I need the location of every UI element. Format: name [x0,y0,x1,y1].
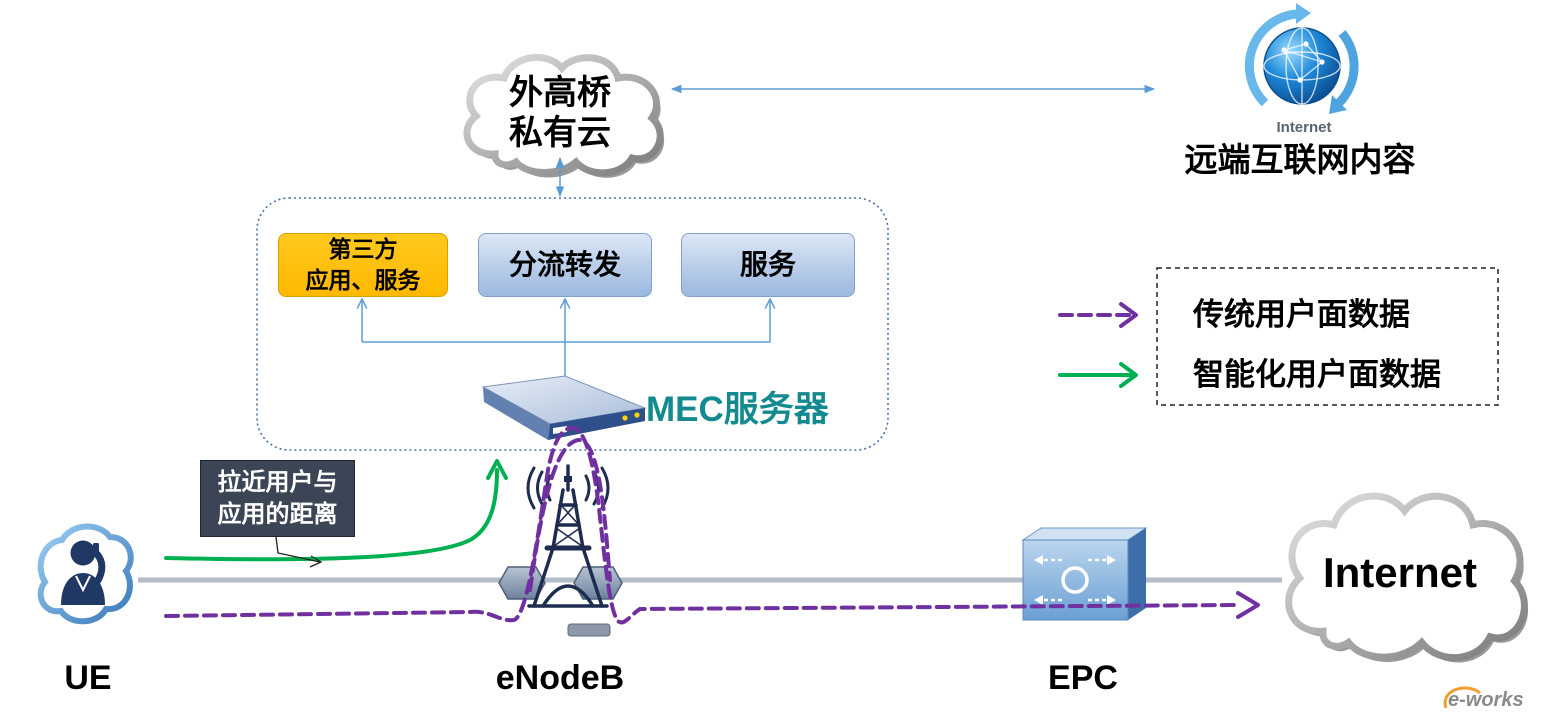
ue-label: UE [64,659,112,697]
server-front [548,408,645,440]
server-icon [481,375,647,440]
globe-orbit-right [1335,30,1359,107]
globe-node-4 [1297,77,1303,83]
epc-arrows [1042,558,1108,602]
third-party-app-box: 第三方 应用、服务 [278,233,448,297]
callout-pointer-head [309,555,323,568]
traditional-flow-arrow [164,425,1260,625]
tower-antenna [564,476,572,482]
tower-crossbars [555,503,581,527]
legend-frame [1156,267,1499,406]
traditional-flow-path [164,425,1242,625]
globe-orbit-right-head [1329,95,1347,114]
legend-traditional-swatch [1058,302,1138,328]
globe-node-3 [1319,59,1325,65]
epc-arrowhead-top-left [1034,555,1043,565]
legend-smart-swatch [1058,362,1138,388]
mec-server-label: MEC服务器 [646,390,829,429]
watermark-swoosh [1443,686,1481,709]
proximity-callout-line2: 应用的距离 [217,500,338,528]
proximity-callout: 拉近用户与 应用的距离 [200,460,355,537]
tower-plate-left [498,566,546,600]
traditional-flow-arrowhead [1236,591,1260,619]
smart-flow-arrow [164,459,508,562]
private-cloud-label-line1: 外高桥 [509,74,611,112]
internet-cloud-label: Internet [1322,549,1477,596]
smart-flow-path [164,468,499,562]
server-led-1 [622,415,628,421]
globe-network-links [1282,43,1324,82]
remote-content-caption: 远端互联网内容 [1184,141,1416,178]
internet-globe-icon: Internet [1244,3,1359,136]
service-box: 服务 [681,233,855,297]
tower-structure [527,464,609,608]
legend-traditional-arrowhead [1119,302,1138,328]
epc-arrowhead-bottom-right [1107,595,1116,605]
signal-wave-left-2 [536,470,544,506]
epc-side [1128,528,1146,620]
third-party-app-line1: 第三方 [328,236,398,262]
traffic-offload-label: 分流转发 [508,249,621,280]
globe-internet-label: Internet [1276,119,1331,136]
private-cloud-icon [463,53,665,178]
callout-pointer-line [275,536,321,563]
epc-hub-ring [1061,566,1089,594]
smart-flow-arrowhead [486,459,508,480]
epc-label: EPC [1048,659,1118,697]
internet-cloud-icon [1289,496,1528,663]
epc-top [1021,527,1148,541]
tower-upper-legs [551,488,585,550]
globe-orbit-left [1244,9,1298,107]
callout-pointer [275,536,323,568]
server-drive-slot [553,426,567,434]
globe-node-1 [1281,47,1287,53]
legend-traditional-label: 传统用户面数据 [1193,297,1410,332]
tower-arch [541,584,595,608]
globe-orbit-left-head [1296,3,1311,24]
signal-wave-right-1 [584,474,591,502]
enodeb-label: eNodeB [495,659,625,697]
private-cloud-label: 外高桥 私有云 [450,73,670,153]
traditional-flow-loop [528,438,612,592]
mec-platform-frame [256,197,889,451]
internet-cloud-shape [1289,496,1525,658]
tower-bracing [553,504,583,547]
phone-icon [93,543,99,556]
signal-wave-left-3 [526,466,536,510]
ue-person-arm [93,550,106,586]
server-side [483,387,550,440]
tower-base-plate [567,623,611,637]
service-label: 服务 [739,249,796,280]
tower-lower-legs [532,546,604,608]
ue-icon [37,523,134,625]
proximity-callout-line1: 拉近用户与 [217,468,338,496]
private-cloud-label-line2: 私有云 [509,114,611,152]
ue-person-head [70,540,96,566]
traffic-offload-box: 分流转发 [478,233,652,297]
legend-smart-arrowhead [1119,362,1138,388]
server-led-2 [634,412,640,418]
epc-arrowhead-top-right [1107,555,1116,565]
cell-tower-icon [498,464,623,637]
third-party-app-line2: 应用、服务 [305,267,421,293]
epc-arrowhead-bottom-left [1034,595,1043,605]
ue-person-collar [75,575,91,593]
legend-smart-label: 智能化用户面数据 [1193,357,1441,392]
mec-internal-links [362,299,770,376]
globe-node-2 [1303,41,1309,47]
watermark-logo: e-works [1448,689,1524,711]
